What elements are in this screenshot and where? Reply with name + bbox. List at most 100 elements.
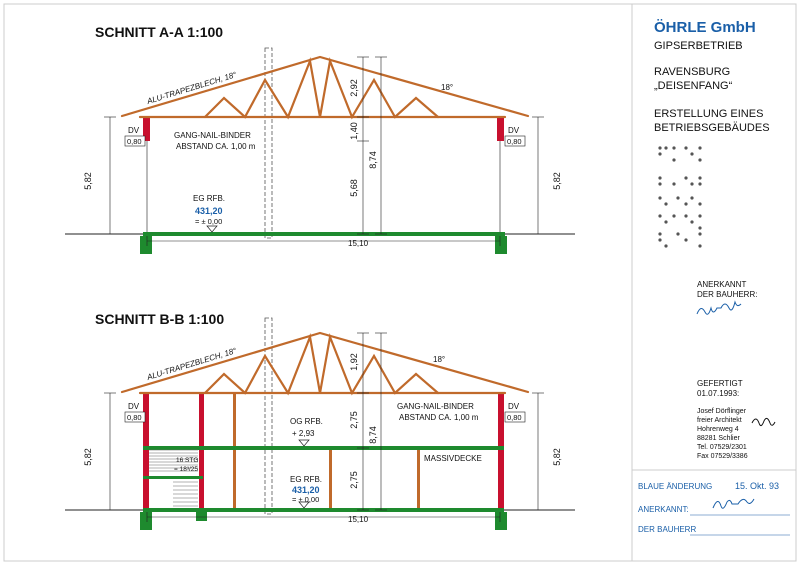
foundation-right (495, 512, 507, 530)
dv-left-box (124, 411, 146, 423)
section-b-title: SCHNITT B-B 1:100 (95, 311, 224, 327)
floor-slab (143, 232, 505, 236)
change-date: 15. Okt. 93 (735, 481, 779, 491)
architect-line-4: 88281 Schlier (697, 435, 740, 442)
foundation-stair (196, 512, 207, 521)
section-a-title: SCHNITT A-A 1:100 (95, 24, 223, 40)
approved-label-2: DER BAUHERR: (697, 290, 757, 299)
dimension-lines (104, 56, 544, 246)
architect-line-6: Fax 07529/3386 (697, 453, 748, 460)
column-2 (329, 448, 332, 510)
change-signature (712, 498, 755, 509)
column-3 (417, 448, 420, 510)
og-label: OG RFB. (290, 417, 323, 426)
roof-label: ALU-TRAPEZBLECH, 18° (145, 70, 238, 106)
section-b-b: SCHNITT B-B 1:100 16 STG = 18³/25 (65, 311, 575, 530)
dv-left-value: 0,80 (127, 137, 142, 146)
dv-right: DV (508, 126, 520, 135)
dim-total: 8,74 (368, 426, 378, 444)
dv-left: DV (128, 126, 140, 135)
truss-label-2: ABSTAND CA. 1,00 m (176, 142, 256, 151)
eg-slab (143, 508, 504, 512)
eg-level: 431,20 (292, 485, 320, 495)
knee-wall-right (497, 117, 504, 141)
floor-label: EG RFB. (193, 194, 225, 203)
title-block: ÖHRLE GmbH GIPSERBETRIEB RAVENSBURG „DEI… (638, 19, 790, 536)
eg-label: EG RFB. (290, 475, 322, 484)
braille-row-5 (658, 232, 702, 248)
dim-lower: 2,75 (349, 471, 359, 489)
eg-level-marker (298, 501, 310, 509)
made-label: GEFERTIGT (697, 379, 743, 388)
braille-embossing (658, 146, 702, 248)
project-title-2: BETRIEBSGEBÄUDES (654, 122, 770, 134)
dim-roof: 1,92 (349, 353, 359, 371)
eg-zero: = ± 0,00 (292, 495, 319, 504)
company-name: ÖHRLE GmbH (654, 19, 756, 36)
stairs (149, 449, 198, 507)
project-place: RAVENSBURG (654, 66, 730, 78)
chimney (264, 47, 273, 239)
wall-stair (199, 392, 204, 510)
client-label: DER BAUHERR (638, 525, 696, 534)
change-label: BLAUE ÄNDERUNG (638, 482, 712, 491)
dim-upper: 2,75 (349, 411, 359, 429)
roof-angle: 18° (433, 355, 445, 364)
truss-label-1: GANG-NAIL-BINDER (397, 402, 474, 411)
truss-label-2: ABSTAND CA. 1,00 m (399, 413, 479, 422)
braille-row-4 (658, 214, 702, 230)
company-trade: GIPSERBETRIEB (654, 40, 743, 52)
knee-wall-left (143, 117, 150, 141)
architect-line-3: Hohrenweg 4 (697, 426, 739, 433)
height-right: 5,82 (552, 448, 562, 466)
wall-right (498, 392, 504, 510)
dv-right-value: 0,80 (507, 413, 522, 422)
og-level: + 2,93 (292, 429, 315, 438)
roof-angle: 18° (441, 83, 453, 92)
stairs-label-1: 16 STG (176, 457, 198, 464)
architect-line-1: Josef Dörflinger (697, 408, 747, 415)
dv-left-box (124, 135, 146, 147)
sheet-border (3, 3, 797, 562)
wall-left (143, 392, 149, 510)
chimney (264, 317, 273, 515)
dim-roof: 2,92 (349, 79, 359, 97)
height-left: 5,82 (83, 172, 93, 190)
roof-truss (120, 55, 530, 120)
dv-right: DV (508, 402, 520, 411)
foundation-left (140, 236, 152, 254)
roof-label: ALU-TRAPEZBLECH, 18° (145, 346, 238, 382)
column-1 (233, 392, 236, 510)
dv-left: DV (128, 402, 140, 411)
truss-label-1: GANG-NAIL-BINDER (174, 131, 251, 140)
dv-left-value: 0,80 (127, 413, 142, 422)
dim-total: 8,74 (368, 151, 378, 169)
og-slab (143, 446, 504, 450)
acknowledged-label: ANERKANNT: (638, 505, 689, 514)
level-marker (206, 225, 218, 233)
made-date: 01.07.1993: (697, 389, 739, 398)
approved-label-1: ANERKANNT (697, 280, 746, 289)
architect-line-2: freier Architekt (697, 417, 742, 424)
braille-row-3 (658, 196, 702, 206)
dim-truss: 1,40 (349, 122, 359, 140)
height-right: 5,82 (552, 172, 562, 190)
stairs-label-2: = 18³/25 (174, 466, 198, 473)
height-left: 5,82 (83, 448, 93, 466)
dv-right-box (504, 411, 526, 423)
braille-row-1 (658, 146, 702, 162)
dimension-lines (104, 332, 544, 522)
width-dim: 15,10 (348, 515, 369, 524)
roof-truss (120, 331, 530, 396)
foundation-left (140, 512, 152, 530)
project-site: „DEISENFANG“ (654, 80, 733, 92)
og-level-marker (298, 439, 310, 447)
floor-zero: = ± 0,00 (195, 217, 222, 226)
architect-line-5: Tel. 07529/2301 (697, 444, 747, 451)
dv-right-value: 0,80 (507, 137, 522, 146)
dim-room: 5,68 (349, 179, 359, 197)
landing-slab (143, 476, 203, 479)
dv-right-box (504, 135, 526, 147)
width-dim: 15,10 (348, 239, 369, 248)
foundation-right (495, 236, 507, 254)
